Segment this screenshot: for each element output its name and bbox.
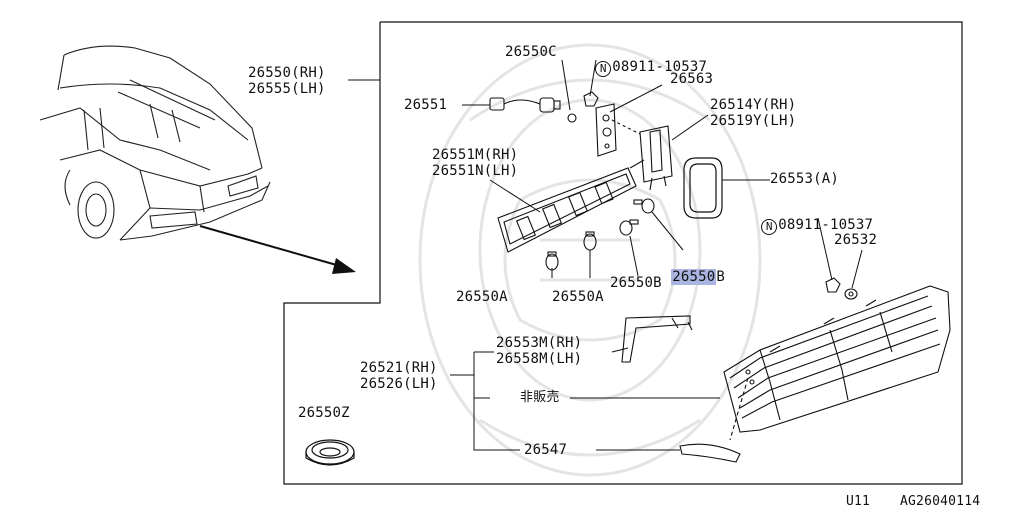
view-arrow: [199, 225, 356, 274]
diagram-frame: [283, 21, 963, 485]
lamp-socket-housing-part: [497, 167, 637, 253]
nut-n-symbol-1: N: [595, 61, 612, 77]
label-26553m-rh: 26553M(RH): [496, 335, 583, 351]
highlighted-part-number: 26550: [671, 269, 717, 285]
label-26550z: 26550Z: [298, 405, 350, 421]
label-26563: 26563: [670, 71, 714, 87]
connector-part: [611, 119, 673, 191]
gasket-plate-part: [595, 103, 617, 157]
label-26550c: 26550C: [505, 44, 557, 60]
grommet-part: [305, 439, 355, 466]
label-26550a-2: 26550A: [552, 289, 604, 305]
label-26558m-lh: 26558M(LH): [496, 351, 583, 367]
label-26555-lh: 26555(LH): [248, 81, 326, 97]
label-26553a: 26553(A): [770, 171, 840, 187]
label-26550b-highlighted: 26550B: [654, 255, 725, 285]
rear-combination-lamp: [723, 285, 951, 441]
watermark-emblem: [418, 43, 762, 477]
label-26532: 26532: [834, 232, 878, 248]
nut-code-1: 08911-10537: [612, 59, 708, 75]
seal-ring-part: [683, 157, 723, 219]
nut-washer-part: [825, 277, 858, 300]
label-not-sold: 非販売: [520, 390, 560, 405]
label-26551: 26551: [404, 97, 448, 113]
footer-code: AG26040114: [900, 494, 981, 509]
label-26514y-rh: 26514Y(RH): [710, 97, 797, 113]
label-26551n-lh: 26551N(LH): [432, 163, 519, 179]
label-26547: 26547: [524, 442, 568, 458]
label-26551m-rh: 26551M(RH): [432, 147, 519, 163]
leader-lines: [348, 59, 863, 451]
bulb-parts: [545, 198, 655, 271]
car-rear-sketch: [39, 45, 271, 241]
label-26550-rh: 26550(RH): [248, 65, 326, 81]
spacer-part: [679, 443, 741, 463]
nut-part-1: [583, 91, 599, 107]
lens-gasket-part: [621, 315, 693, 363]
label-26526-lh: 26526(LH): [360, 376, 438, 392]
socket-harness-part: [489, 97, 577, 123]
label-26550b: 26550B: [610, 275, 662, 291]
label-26519y-lh: 26519Y(LH): [710, 113, 797, 129]
highlighted-part-suffix: B: [716, 269, 726, 285]
nut-n-symbol-2: N: [761, 219, 778, 235]
label-26521-rh: 26521(RH): [360, 360, 438, 376]
footer-model: U11: [846, 494, 871, 509]
nut-code-2: 08911-10537: [778, 217, 874, 233]
label-26550a-1: 26550A: [456, 289, 508, 305]
